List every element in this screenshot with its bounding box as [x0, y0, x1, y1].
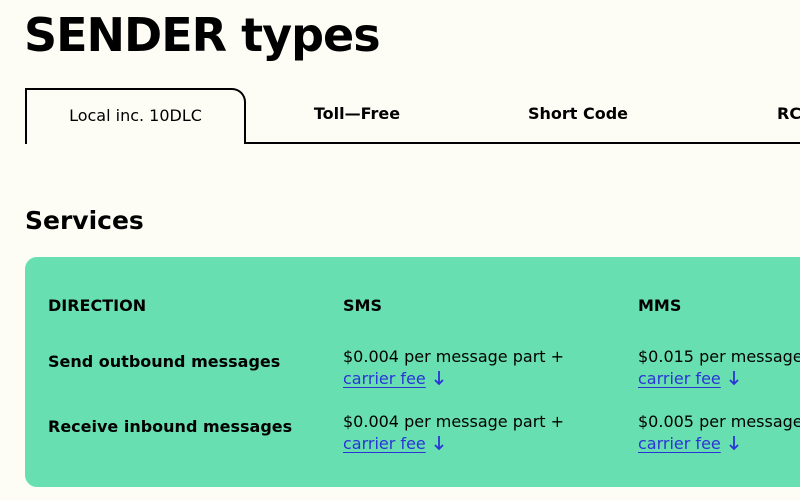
sms-inbound-price-cell: $0.004 per message part + carrier fee	[343, 411, 564, 455]
row-label-inbound: Receive inbound messages	[48, 417, 293, 436]
mms-outbound-price-cell: $0.015 per message carrier fee	[638, 346, 800, 390]
arrow-down-icon[interactable]	[434, 370, 444, 386]
row-label-outbound: Send outbound messages	[48, 352, 281, 371]
sms-outbound-price-cell: $0.004 per message part + carrier fee	[343, 346, 564, 390]
page-title: SENDER types	[24, 8, 381, 62]
sms-inbound-carrier-fee-link[interactable]: carrier fee	[343, 434, 426, 453]
tab-toll-free[interactable]: Toll—Free	[313, 103, 401, 123]
services-heading: Services	[25, 206, 144, 235]
tab-local[interactable]: Local inc. 10DLC	[25, 88, 246, 144]
column-header-mms: MMS	[638, 296, 682, 315]
arrow-down-icon[interactable]	[434, 435, 444, 451]
sender-type-tabs: Local inc. 10DLC Toll—Free Short Code RC	[25, 88, 800, 144]
tab-underline	[245, 142, 800, 144]
tab-short-code[interactable]: Short Code	[527, 103, 629, 123]
mms-inbound-price-cell: $0.005 per message carrier fee	[638, 411, 800, 455]
arrow-down-icon[interactable]	[729, 370, 739, 386]
column-header-sms: SMS	[343, 296, 382, 315]
sms-outbound-carrier-fee-link[interactable]: carrier fee	[343, 369, 426, 388]
sms-outbound-price: $0.004 per message part +	[343, 347, 565, 366]
mms-outbound-carrier-fee-link[interactable]: carrier fee	[638, 369, 721, 388]
mms-inbound-price: $0.005 per message	[638, 412, 800, 431]
arrow-down-icon[interactable]	[729, 435, 739, 451]
mms-inbound-carrier-fee-link[interactable]: carrier fee	[638, 434, 721, 453]
services-table-panel	[25, 257, 800, 487]
sms-inbound-price: $0.004 per message part +	[343, 412, 565, 431]
mms-outbound-price: $0.015 per message	[638, 347, 800, 366]
tab-rcs[interactable]: RC	[777, 103, 800, 123]
column-header-direction: DIRECTION	[48, 296, 147, 315]
